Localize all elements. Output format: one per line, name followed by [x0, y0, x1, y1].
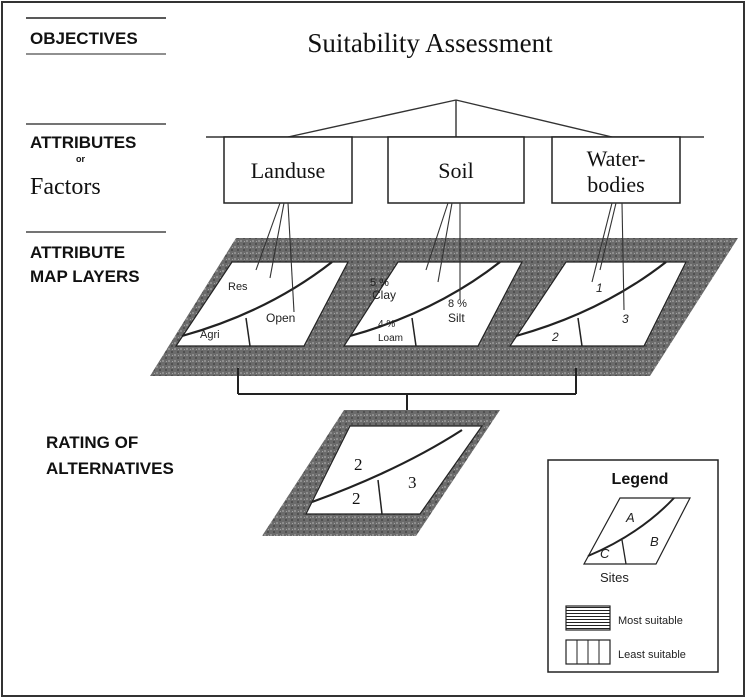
landuse-agri-label: Agri [200, 329, 220, 341]
factor-label-soil: Soil [438, 158, 473, 183]
factor-to-layer-connectors [255, 202, 625, 313]
water-a-label: 1 [596, 281, 603, 295]
attributes-label: ATTRIBUTES [30, 133, 136, 152]
rating-label-2: ALTERNATIVES [46, 459, 174, 478]
soil-divider [411, 317, 417, 347]
landuse-res-label: Res [228, 281, 248, 293]
diagram-title: Suitability Assessment [307, 28, 553, 58]
soil-loam-label: Loam [378, 333, 403, 344]
soil-loam-pct: 4 % [378, 319, 395, 330]
factors-label: Factors [30, 174, 101, 200]
water-c-label: 2 [551, 330, 559, 344]
factor-box-soil [387, 136, 525, 204]
rating-label-1: RATING OF [46, 433, 138, 452]
legend-least-label: Least suitable [618, 649, 686, 661]
water-b-label: 3 [622, 312, 629, 326]
legend-box [547, 459, 719, 673]
legend-site-boundary [587, 497, 675, 557]
legend-label-b: B [650, 534, 659, 549]
soil-silt-pct: 8 % [448, 298, 467, 310]
factor-label-landuse: Landuse [251, 158, 326, 183]
rating-bottom-value: 2 [352, 489, 361, 508]
water-boundary [515, 261, 667, 338]
soil-clay-pct: 5 % [370, 277, 389, 289]
soil-boundary [349, 261, 501, 338]
factor-label-water-1: Water- [587, 146, 646, 171]
water-divider [577, 317, 583, 347]
landuse-boundary [181, 261, 333, 338]
objectives-label: OBJECTIVES [30, 29, 138, 48]
factor-box-waterbodies [551, 136, 681, 204]
soil-silt-label: Silt [448, 311, 465, 325]
rating-top-value: 2 [354, 455, 363, 474]
attribute-map-label-1: ATTRIBUTE [30, 243, 125, 262]
soil-clay-label: Clay [372, 288, 396, 302]
rating-divider [377, 479, 383, 515]
legend-sites-label: Sites [600, 570, 629, 585]
rating-right-value: 3 [408, 473, 417, 492]
rating-map [305, 425, 484, 515]
or-label: or [76, 154, 85, 164]
landuse-open-label: Open [266, 311, 295, 325]
legend-site-divider [621, 539, 627, 565]
attribute-map-label-2: MAP LAYERS [30, 267, 140, 286]
legend-site-map [582, 497, 691, 565]
factor-label-water-2: bodies [587, 172, 644, 197]
legend-most-label: Most suitable [618, 615, 683, 627]
rating-boundary [311, 429, 463, 504]
legend-label-a: A [625, 510, 635, 525]
landuse-divider [245, 317, 251, 347]
legend-title: Legend [612, 471, 669, 488]
legend-most-swatch [565, 605, 611, 631]
legend-label-c: C [600, 546, 610, 561]
legend-least-swatch [565, 639, 611, 665]
